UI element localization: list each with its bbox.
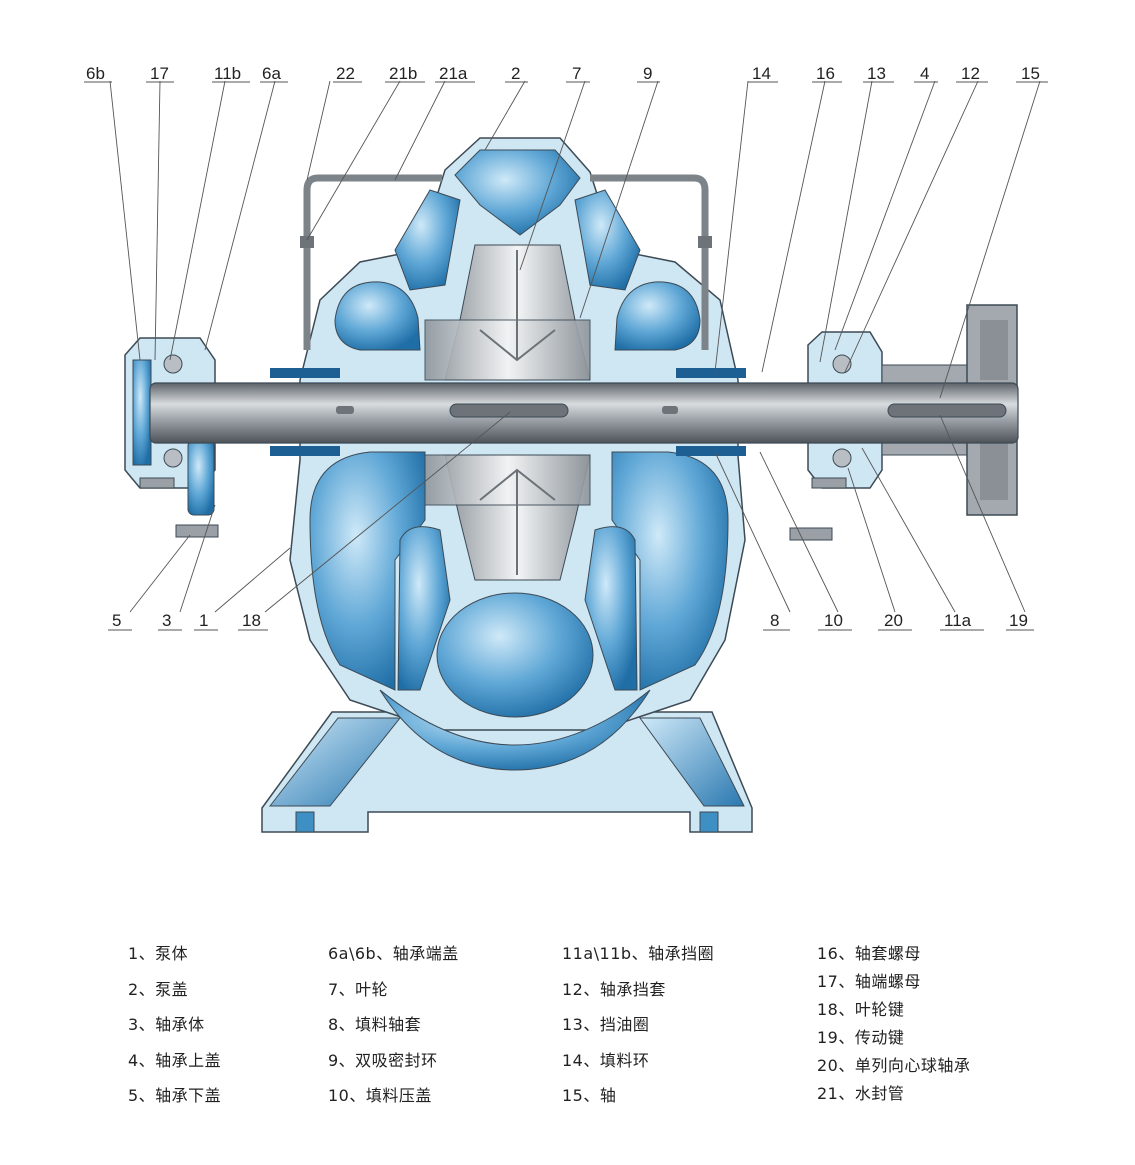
callout-11a: 11a — [944, 611, 972, 630]
legend-column-2: 6a\6b、轴承端盖 7、叶轮 8、填料轴套 9、双吸密封环 10、填料压盖 — [328, 940, 562, 1120]
legend-item: 16、轴套螺母 — [817, 944, 921, 963]
callout-6a: 6a — [262, 64, 281, 83]
callout-15: 15 — [1021, 64, 1040, 83]
callout-9: 9 — [643, 64, 652, 83]
legend-item: 6a\6b、轴承端盖 — [328, 944, 459, 963]
callout-1: 1 — [199, 611, 208, 630]
callout-4: 4 — [920, 64, 929, 83]
callout-18: 18 — [242, 611, 261, 630]
legend-item: 14、填料环 — [562, 1050, 650, 1070]
water-seal-pipe — [300, 174, 712, 350]
callout-7: 7 — [572, 64, 581, 83]
legend-column-3: 11a\11b、轴承挡圈 12、轴承挡套 13、挡油圈 14、填料环 15、轴 — [562, 940, 817, 1120]
legend-item: 3、轴承体 — [128, 1015, 205, 1034]
leader-lines — [109, 80, 1041, 613]
legend-item: 13、挡油圈 — [562, 1015, 650, 1034]
legend-item: 7、叶轮 — [328, 979, 389, 999]
pump-base — [261, 711, 753, 833]
legend-item: 10、填料压盖 — [328, 1086, 432, 1105]
legend-item: 5、轴承下盖 — [128, 1086, 222, 1105]
packing-rings — [270, 368, 746, 456]
callout-8: 8 — [770, 611, 779, 630]
legend-item: 12、轴承挡套 — [562, 979, 666, 999]
pump-cross-section-diagram: 6b 17 11b 6a 22 21b 21a 2 7 9 14 16 13 4… — [84, 64, 1048, 833]
legend-item: 17、轴端螺母 — [817, 972, 921, 991]
legend-item: 1、泵体 — [128, 944, 189, 963]
legend-item: 15、轴 — [562, 1086, 617, 1105]
callout-3: 3 — [162, 611, 171, 630]
legend-item: 20、单列向心球轴承 — [817, 1056, 971, 1075]
legend-column-1: 1、泵体 2、泵盖 3、轴承体 4、轴承上盖 5、轴承下盖 — [128, 940, 328, 1120]
legend-item: 8、填料轴套 — [328, 1015, 422, 1034]
impeller — [424, 244, 591, 581]
callout-19: 19 — [1009, 611, 1028, 630]
legend-item: 21、水封管 — [817, 1084, 905, 1103]
callout-20: 20 — [884, 611, 903, 630]
callout-6b: 6b — [86, 64, 105, 83]
parts-legend: 1、泵体 2、泵盖 3、轴承体 4、轴承上盖 5、轴承下盖 6a\6b、轴承端盖… — [128, 940, 1088, 1120]
legend-item: 11a\11b、轴承挡圈 — [562, 944, 715, 963]
callout-21b: 21b — [389, 64, 417, 83]
legend-item: 19、传动键 — [817, 1028, 905, 1047]
legend-item: 9、双吸密封环 — [328, 1050, 438, 1070]
callout-21a: 21a — [439, 64, 468, 83]
callout-16: 16 — [816, 64, 835, 83]
legend-item: 18、叶轮键 — [817, 1000, 905, 1019]
callout-12: 12 — [961, 64, 980, 83]
legend-column-4: 16、轴套螺母 17、轴端螺母 18、叶轮键 19、传动键 20、单列向心球轴承… — [817, 940, 1077, 1120]
callout-14: 14 — [752, 64, 771, 83]
legend-item: 4、轴承上盖 — [128, 1050, 222, 1070]
callout-10: 10 — [824, 611, 843, 630]
callout-2: 2 — [511, 64, 520, 83]
callout-labels-top: 6b 17 11b 6a 22 21b 21a 2 7 9 14 16 13 4… — [86, 64, 1040, 83]
callout-5: 5 — [112, 611, 121, 630]
callout-22: 22 — [336, 64, 355, 83]
shaft — [149, 382, 1019, 444]
callout-11b: 11b — [214, 64, 241, 83]
callout-13: 13 — [867, 64, 886, 83]
callout-labels-bottom: 5 3 1 18 8 10 20 11a 19 — [112, 611, 1028, 630]
legend-item: 2、泵盖 — [128, 979, 189, 999]
callout-underlines — [84, 81, 1048, 631]
callout-17: 17 — [150, 64, 169, 83]
